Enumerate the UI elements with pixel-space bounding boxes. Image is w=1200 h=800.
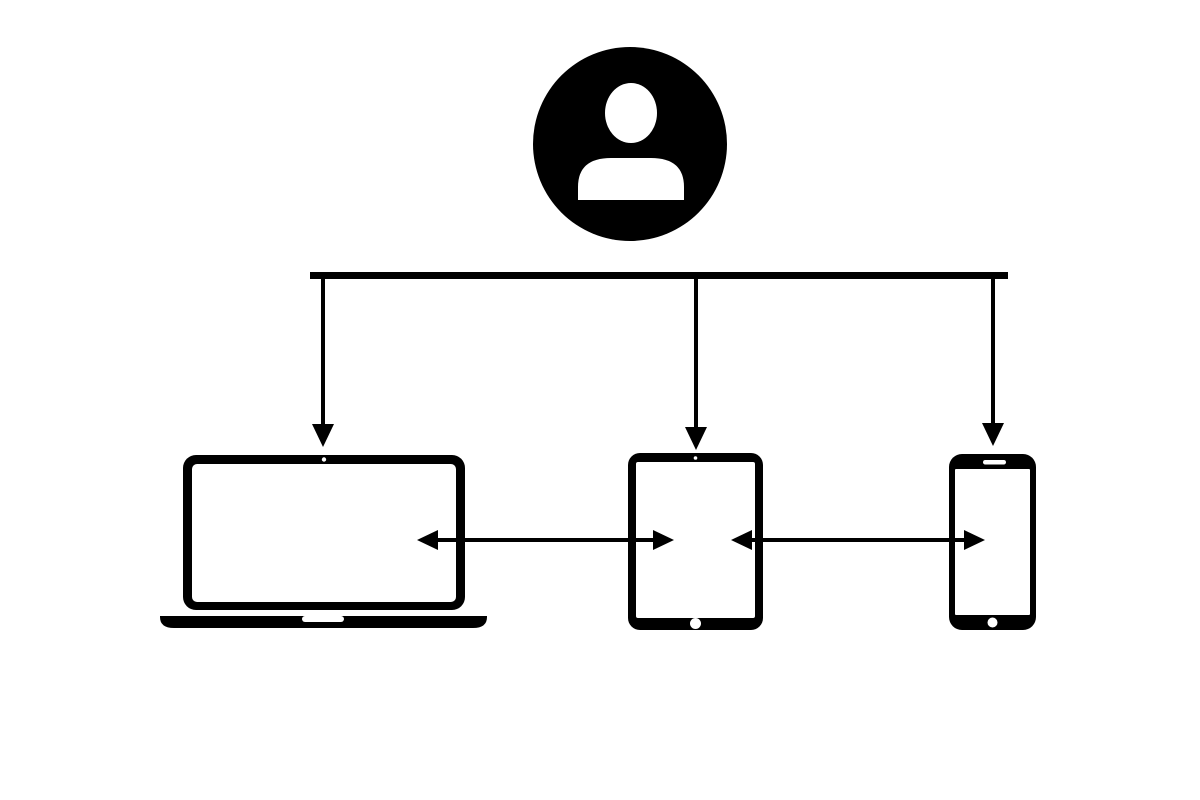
smartphone-icon bbox=[949, 454, 1036, 630]
arrow-user-to-laptop bbox=[312, 279, 334, 447]
phone-home-button bbox=[987, 617, 998, 628]
tablet-icon bbox=[628, 453, 763, 630]
phone-speaker-slot bbox=[983, 460, 1006, 465]
laptop-webcam-dot bbox=[321, 457, 327, 462]
arrow-user-to-phone bbox=[982, 279, 1004, 446]
arrow-tablet-phone bbox=[731, 530, 985, 550]
user-avatar-icon bbox=[533, 47, 727, 241]
arrow-user-to-tablet bbox=[685, 279, 707, 450]
tablet-home-button bbox=[690, 618, 701, 629]
distribution-bar bbox=[310, 272, 1008, 279]
arrow-laptop-tablet bbox=[417, 530, 674, 550]
tablet-camera-dot bbox=[693, 456, 698, 460]
laptop-icon bbox=[160, 455, 487, 628]
laptop-base-notch bbox=[302, 616, 344, 622]
